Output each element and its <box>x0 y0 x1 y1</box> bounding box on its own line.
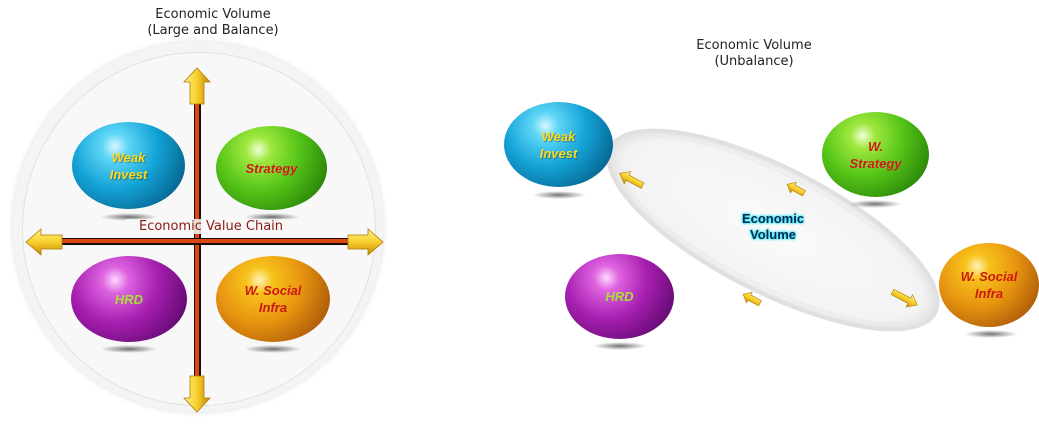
weak-invest-ball: Weak Invest <box>72 122 185 209</box>
weak-invest-line-1: Weak <box>111 149 146 165</box>
small-arrow-lower-right-icon <box>890 288 918 308</box>
small-arrow-upper-left-icon <box>619 171 645 189</box>
small-arrow-lower-left-icon <box>742 291 762 307</box>
w-social-infra-shadow <box>964 330 1018 338</box>
w-strategy-line-1: W. <box>868 138 883 154</box>
w-strategy-line-2: Strategy <box>849 155 902 171</box>
hrd-ball: HRD <box>71 256 187 342</box>
axes-svg <box>25 67 384 413</box>
hrd-label: HRD <box>114 291 144 307</box>
w-strategy-shadow <box>848 200 902 208</box>
w-social-infra-line-2: Infra <box>974 286 1004 301</box>
balanced-diagram: Economic Volume (Large and Balance) <box>0 0 420 424</box>
horizontal-axis <box>58 239 354 243</box>
strategy-ball: Strategy <box>216 126 327 210</box>
weak-invest-right-line-1: Weak <box>541 128 576 144</box>
economic-value-chain-label: Economic Value Chain <box>126 219 296 234</box>
social-infra-shadow <box>244 345 302 353</box>
strategy-shadow <box>244 213 300 221</box>
arrow-right-icon <box>347 228 384 256</box>
unbalanced-diagram: Economic Volume (Unbalance) <box>480 0 1039 424</box>
w-social-infra-ball: W. Social Infra <box>939 243 1039 327</box>
arrow-up-icon <box>183 67 211 105</box>
arrow-left-icon <box>25 228 63 256</box>
left-title-line-1: Economic Volume <box>155 7 271 22</box>
weak-invest-line-2: Invest <box>109 166 148 182</box>
weak-invest-right-shadow <box>532 191 586 199</box>
weak-invest-ball-right: Weak Invest <box>504 102 613 187</box>
right-title: Economic Volume (Unbalance) <box>654 38 854 70</box>
economic-volume-center-label: Economic Volume <box>723 211 823 243</box>
hrd-ball-right: HRD <box>565 254 674 339</box>
social-infra-line-2: Infra <box>258 300 288 315</box>
social-infra-line-1: W. Social <box>244 283 302 298</box>
weak-invest-right-line-2: Invest <box>539 145 578 161</box>
right-title-line-2: (Unbalance) <box>714 54 794 69</box>
left-title: Economic Volume (Large and Balance) <box>113 7 313 39</box>
hrd-right-shadow <box>593 342 647 350</box>
center-label-line-1: Economic <box>741 211 805 226</box>
w-strategy-ball: W. Strategy <box>822 112 929 197</box>
left-title-line-2: (Large and Balance) <box>147 23 279 38</box>
strategy-label: Strategy <box>245 160 298 176</box>
weak-invest-shadow <box>100 213 158 221</box>
w-social-infra-line-1: W. Social <box>960 269 1018 284</box>
right-title-line-1: Economic Volume <box>696 38 812 53</box>
hrd-shadow <box>100 345 158 353</box>
center-label-line-2: Volume <box>750 227 796 242</box>
social-infra-ball: W. Social Infra <box>216 256 330 342</box>
hrd-right-label: HRD <box>605 289 634 304</box>
arrow-down-icon <box>183 375 211 413</box>
small-arrow-upper-right-icon <box>786 181 806 197</box>
